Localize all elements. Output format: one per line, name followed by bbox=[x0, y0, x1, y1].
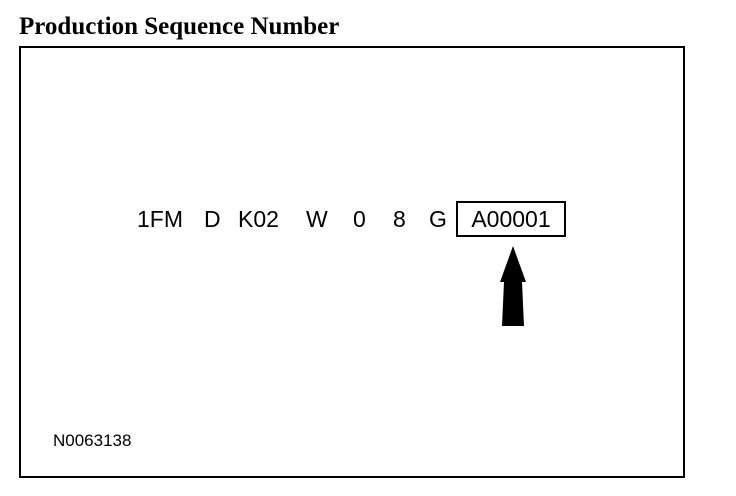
vin-segment-wmi: 1FM bbox=[137, 206, 183, 232]
reference-code: N0063138 bbox=[53, 431, 132, 450]
up-arrow-icon bbox=[500, 246, 526, 326]
vin-segment-restraint: D bbox=[204, 206, 221, 232]
vin-segment-line-series-body: K02 bbox=[238, 206, 279, 232]
diagram-title: Production Sequence Number bbox=[19, 13, 340, 40]
vin-segment-assembly-plant: G bbox=[429, 206, 447, 232]
vin-segment-engine: W bbox=[306, 206, 328, 232]
vin-segment-check-digit: 0 bbox=[353, 206, 366, 232]
diagram-frame bbox=[19, 46, 685, 478]
production-sequence-number-box: A00001 bbox=[456, 201, 566, 237]
vin-segment-model-year: 8 bbox=[393, 206, 406, 232]
